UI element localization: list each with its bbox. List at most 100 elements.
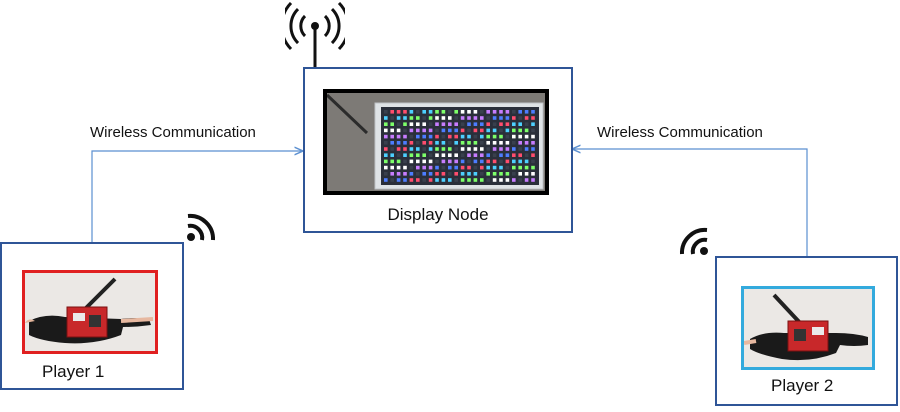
led-dot <box>505 147 510 151</box>
led-dot <box>384 128 388 133</box>
led-dot <box>460 178 465 182</box>
led-dot <box>384 122 388 126</box>
led-dot <box>518 178 522 182</box>
player1-node: Player 1 <box>0 242 184 390</box>
led-dot <box>454 128 458 133</box>
led-dot <box>467 153 471 157</box>
led-dot <box>403 165 407 170</box>
led-dot <box>467 159 471 164</box>
led-dot <box>473 122 478 126</box>
led-dot <box>384 165 388 170</box>
led-dot <box>403 122 407 126</box>
led-dot <box>428 134 433 139</box>
led-dot <box>512 141 516 145</box>
led-dot <box>518 116 522 120</box>
led-dot <box>505 178 510 182</box>
led-dot <box>428 128 433 133</box>
led-dot <box>384 116 388 120</box>
led-dot <box>454 141 458 145</box>
display-node-label: Display Node <box>387 205 489 224</box>
led-dot <box>384 110 388 114</box>
led-dot <box>512 165 516 170</box>
led-dot <box>390 172 394 176</box>
player2-node: Player 2 <box>715 256 898 406</box>
glove-device-icon <box>25 273 155 351</box>
led-dot <box>422 141 426 145</box>
led-dot <box>435 110 439 114</box>
led-dot <box>467 128 471 133</box>
led-dot <box>499 159 503 164</box>
led-dot <box>486 134 490 139</box>
led-dot <box>454 153 458 157</box>
led-dot <box>480 178 484 182</box>
led-dot <box>512 153 516 157</box>
led-dot <box>403 134 407 139</box>
led-dot <box>409 134 414 139</box>
led-dot <box>435 153 439 157</box>
led-dot <box>512 134 516 139</box>
led-dot <box>512 110 516 114</box>
led-dot <box>454 134 458 139</box>
led-dot <box>524 122 529 126</box>
led-dot <box>518 128 522 133</box>
led-dot <box>396 159 401 164</box>
led-dot <box>435 178 439 182</box>
led-dot <box>435 128 439 133</box>
led-dot <box>416 147 420 151</box>
led-dot <box>518 172 522 176</box>
led-dot <box>531 110 535 114</box>
led-dot <box>390 159 394 164</box>
led-dot <box>441 147 446 151</box>
led-dot <box>505 134 510 139</box>
led-dot <box>486 159 490 164</box>
led-dot <box>448 165 452 170</box>
led-dot <box>390 122 394 126</box>
led-dot <box>390 153 394 157</box>
led-dot <box>531 178 535 182</box>
led-dot <box>435 122 439 126</box>
led-dot <box>384 153 388 157</box>
led-dot <box>416 128 420 133</box>
led-dot <box>524 172 529 176</box>
led-dot <box>435 116 439 120</box>
led-dot <box>518 141 522 145</box>
led-dot <box>499 116 503 120</box>
led-dot <box>390 165 394 170</box>
led-dot <box>422 165 426 170</box>
led-dot <box>518 147 522 151</box>
led-dot <box>492 165 497 170</box>
led-dot <box>403 172 407 176</box>
led-dot <box>524 147 529 151</box>
led-dot <box>512 147 516 151</box>
led-dot <box>499 134 503 139</box>
led-dot <box>480 141 484 145</box>
led-dot <box>448 110 452 114</box>
led-dot <box>396 128 401 133</box>
led-dot <box>524 134 529 139</box>
led-dot <box>454 116 458 120</box>
edge-label-right: Wireless Communication <box>597 124 763 141</box>
led-dot <box>390 178 394 182</box>
wifi-signal-icon <box>187 213 216 241</box>
glove-device-icon-2 <box>744 289 872 367</box>
led-dot <box>524 153 529 157</box>
led-dot <box>416 116 420 120</box>
led-dot <box>403 141 407 145</box>
led-dot <box>486 128 490 133</box>
led-dot <box>492 172 497 176</box>
led-dot <box>428 116 433 120</box>
led-dot <box>422 134 426 139</box>
led-dot <box>492 116 497 120</box>
led-dot <box>480 134 484 139</box>
led-dot <box>499 141 503 145</box>
led-dot <box>473 116 478 120</box>
led-dot <box>422 122 426 126</box>
led-dot <box>512 159 516 164</box>
led-dot <box>486 153 490 157</box>
led-dot <box>473 159 478 164</box>
led-dot <box>416 141 420 145</box>
led-dot <box>480 122 484 126</box>
led-dot <box>396 116 401 120</box>
led-dot <box>396 122 401 126</box>
